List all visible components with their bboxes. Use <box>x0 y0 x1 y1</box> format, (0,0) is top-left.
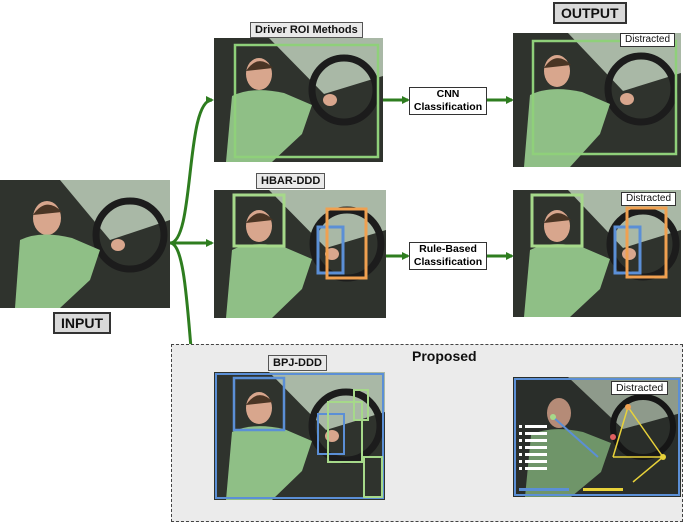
right-hand-box <box>325 207 368 280</box>
output-image-hbar <box>513 190 681 317</box>
hbar-method-image <box>214 190 386 318</box>
roi-method-image <box>214 38 383 162</box>
input-image <box>0 180 170 308</box>
arrow-input-to-roi <box>169 96 214 245</box>
cnn-classification-label: CNN Classification <box>413 88 483 113</box>
proposed-title: Proposed <box>412 348 477 364</box>
roi-box <box>233 43 380 159</box>
output-label: OUTPUT <box>553 2 627 24</box>
rule-based-classification-box: Rule-Based Classification <box>409 242 487 270</box>
output-image-bpj <box>513 377 681 497</box>
left-hand-box <box>316 225 345 275</box>
result-label-hbar: Distracted <box>621 192 677 206</box>
method-label-bpj: BPJ-DDD <box>268 355 327 371</box>
method-label-hbar: HBAR-DDD <box>256 173 326 189</box>
result-label-roi: Distracted <box>620 33 676 47</box>
cnn-classification-box: CNN Classification <box>409 87 487 115</box>
input-label: INPUT <box>53 312 111 334</box>
head-box <box>232 193 286 248</box>
result-label-bpj: Distracted <box>611 381 669 395</box>
output-image-roi <box>513 33 681 167</box>
bpj-method-image <box>214 372 385 500</box>
rule-based-classification-label: Rule-Based Classification <box>413 243 483 268</box>
method-label-roi: Driver ROI Methods <box>250 22 363 38</box>
